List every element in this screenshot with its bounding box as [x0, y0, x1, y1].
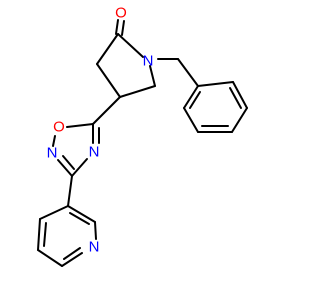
bond-carbonyl-b — [121, 20, 125, 36]
bond-ph-1-2 — [197, 81, 234, 87]
bond-py-4-5 — [61, 252, 83, 267]
bond-c2-c3 — [96, 33, 119, 65]
bond-c5-n1 — [149, 65, 156, 87]
bond-n1-c2 — [117, 33, 144, 58]
ring-nitrogen-right-label: N — [89, 144, 100, 161]
bonds — [37, 19, 248, 267]
bond-ph-5-6 — [183, 107, 199, 133]
bond-c4-oxadiazole — [92, 96, 121, 125]
bond-c3-n4 — [71, 158, 88, 177]
bond-c5-o1 — [66, 123, 94, 128]
bond-ph-3-4 — [231, 107, 248, 133]
bond-carbonyl-a — [115, 19, 119, 35]
ring-oxygen-label: O — [53, 119, 65, 136]
bond-py-3-4 — [37, 249, 63, 267]
bond-ch2-phenyl — [177, 58, 199, 87]
bond-n2-c3-double — [62, 155, 75, 170]
carbonyl-oxygen-label: O — [115, 5, 127, 22]
bond-py-2-3 — [37, 218, 41, 251]
ring-nitrogen-left-label: N — [47, 145, 58, 162]
bond-ph-inner-a — [229, 87, 242, 109]
molecule-canvas: O N O N N N — [37, 5, 248, 267]
bond-py-6-1 — [67, 205, 96, 223]
pyridine-nitrogen-label: N — [89, 239, 100, 256]
bond-n2-c3 — [57, 159, 73, 177]
bond-o1-n2 — [52, 135, 56, 147]
lactam-nitrogen-label: N — [143, 53, 154, 70]
bond-oxadiazole-pyridine — [67, 175, 73, 207]
bond-ph-inner-c — [189, 91, 201, 109]
bond-py-inner-b — [63, 247, 81, 260]
structure-diagram: O N O N N N — [37, 5, 248, 267]
bond-c3-c4 — [96, 63, 121, 98]
bond-ph-6-1 — [183, 85, 199, 109]
atom-labels: O N O N N N — [47, 5, 154, 256]
bond-ph-2-3 — [232, 81, 248, 109]
bond-py-5-6 — [94, 221, 97, 240]
bond-py-inner-c — [69, 212, 90, 225]
bond-py-inner-a — [43, 222, 47, 247]
bond-py-1-2 — [39, 205, 69, 220]
bond-c4-c5 — [119, 85, 156, 98]
